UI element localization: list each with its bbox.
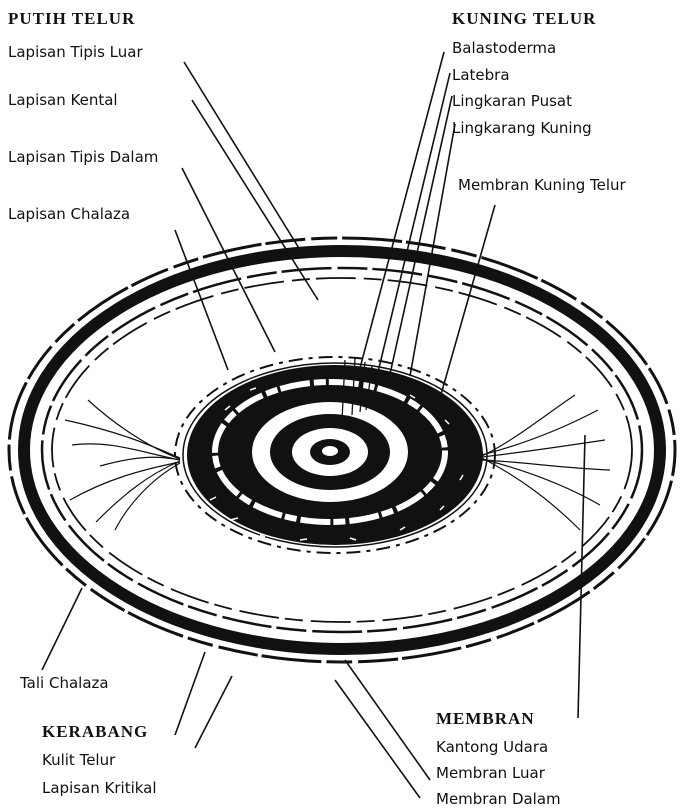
chalaza-left <box>65 400 180 530</box>
latebra-center <box>322 446 338 456</box>
label-lingkarang-kuning: Lingkarang Kuning <box>452 119 592 137</box>
label-lapisan-kental: Lapisan Kental <box>8 91 118 109</box>
heading-kerabang: KERABANG <box>42 722 148 741</box>
label-membran-kuning-telur: Membran Kuning Telur <box>458 176 627 194</box>
chalaza-right <box>482 395 610 530</box>
label-lapisan-chalaza: Lapisan Chalaza <box>8 205 130 223</box>
leader-membran-luar <box>345 660 430 780</box>
label-membran-dalam: Membran Dalam <box>436 790 561 808</box>
label-lapisan-tipis-luar: Lapisan Tipis Luar <box>8 43 143 61</box>
label-kulit-telur: Kulit Telur <box>42 751 116 769</box>
label-kantong-udara: Kantong Udara <box>436 738 548 756</box>
leader-kulit-telur <box>175 652 205 735</box>
label-membran-luar: Membran Luar <box>436 764 546 782</box>
label-balastoderma: Balastoderma <box>452 39 556 57</box>
heading-membran: MEMBRAN <box>436 709 535 728</box>
label-lapisan-tipis-dalam: Lapisan Tipis Dalam <box>8 148 158 166</box>
egg-drawing <box>9 238 675 662</box>
leader-tali-chalaza <box>42 588 82 670</box>
label-tali-chalaza: Tali Chalaza <box>19 674 109 692</box>
leader-membran-dalam <box>335 680 420 798</box>
label-lapisan-kritikal: Lapisan Kritikal <box>42 779 157 797</box>
leader-lapisan-kritikal <box>195 676 232 748</box>
leader-lapisan-chalaza <box>175 230 228 370</box>
leader-lingkarang-kuning <box>410 124 455 376</box>
heading-kuning-telur: KUNING TELUR <box>452 9 596 28</box>
leader-latebra <box>378 73 450 372</box>
label-latebra: Latebra <box>452 66 510 84</box>
heading-putih-telur: PUTIH TELUR <box>8 9 135 28</box>
label-lingkaran-pusat: Lingkaran Pusat <box>452 92 572 110</box>
leader-lapisan-tipis-luar <box>184 62 305 258</box>
